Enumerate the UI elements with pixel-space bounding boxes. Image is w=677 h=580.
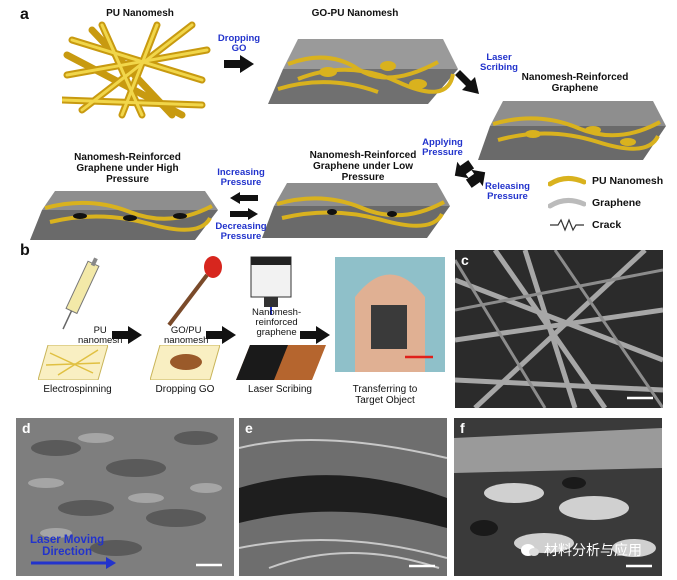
panel-e-letter: e	[245, 420, 253, 436]
panel-b-letter: b	[20, 242, 30, 259]
pu-nanomesh-icon	[548, 176, 586, 187]
step-laser-scribing: Laser Scribing	[248, 384, 312, 395]
arrow-down-right-icon	[455, 70, 479, 94]
arrow-right-icon	[300, 326, 330, 344]
low-pressure-slab-illustration	[262, 183, 450, 238]
panel-a-letter: a	[20, 6, 29, 23]
legend-item: Crack	[548, 214, 673, 236]
watermark: 材料分析与应用	[520, 540, 642, 560]
panel-c-letter: c	[461, 252, 469, 268]
pu-nanomesh-title: PU Nanomesh	[106, 8, 174, 19]
laser-scribing-label: Laser Scribing	[479, 52, 518, 73]
crack-icon	[550, 218, 584, 232]
process-step-labels: Electrospinning Dropping GO Laser Scribi…	[40, 384, 460, 414]
go-pu-nanomesh-title: GO-PU Nanomesh	[311, 8, 399, 19]
arrow-right-icon	[112, 326, 142, 344]
arrow-right-icon	[224, 55, 254, 73]
go-pu-nanomesh-inline-label: GO/PU nanomesh	[164, 325, 209, 346]
graphene-icon	[548, 198, 586, 209]
electrospinning-substrate	[38, 345, 108, 380]
legend: PU Nanomesh Graphene Crack	[548, 170, 673, 236]
sem-image-d	[16, 418, 234, 576]
dropper-icon	[167, 256, 222, 327]
pu-nanomesh-illustration	[62, 21, 211, 119]
nanomesh-graphene-inline-label: Nanomesh- reinforced graphene	[252, 307, 302, 338]
panel-f-letter: f	[460, 420, 465, 436]
go-substrate	[150, 345, 220, 380]
finger-photo	[335, 257, 445, 372]
pu-nanomesh-inline-label: PU nanomesh	[78, 325, 123, 346]
sem-image-c	[455, 250, 663, 408]
applying-pressure-label: Applying Pressure	[422, 137, 463, 158]
wechat-icon	[521, 544, 539, 556]
step-dropping-go: Dropping GO	[155, 384, 215, 395]
arrow-right-icon	[206, 326, 236, 344]
pressure-swap-arrows-icon	[454, 160, 486, 188]
high-pressure-title: Nanomesh-Reinforced Graphene under High …	[74, 152, 181, 185]
legend-item: Graphene	[548, 192, 673, 214]
increasing-pressure-label: Increasing Pressure	[217, 167, 265, 188]
sem-image-e	[239, 418, 447, 576]
low-pressure-title: Nanomesh-Reinforced Graphene under Low P…	[309, 150, 417, 183]
step-transferring: Transferring to Target Object	[352, 384, 418, 406]
nanomesh-graphene-title: Nanomesh-Reinforced Graphene	[521, 72, 629, 94]
laser-head-icon	[250, 256, 292, 315]
laser-moving-direction-label: Laser Moving Direction	[30, 534, 105, 558]
sem-image-f	[454, 418, 662, 576]
releasing-pressure-label: Releasing Pressure	[485, 181, 530, 202]
dropping-go-label: Dropping GO	[217, 33, 261, 54]
go-pu-slab-illustration	[268, 39, 458, 104]
nanomesh-graphene-slab-illustration	[478, 101, 666, 160]
syringe-icon	[62, 257, 100, 330]
panel-d-letter: d	[22, 420, 31, 436]
legend-item: PU Nanomesh	[548, 170, 673, 192]
high-pressure-slab-illustration	[30, 191, 218, 240]
laser-scribed-substrate	[236, 345, 326, 380]
decreasing-pressure-label: Decreasing Pressure	[215, 221, 267, 242]
step-electrospinning: Electrospinning	[43, 384, 112, 395]
pressure-swap-horizontal-arrows-icon	[230, 192, 258, 220]
